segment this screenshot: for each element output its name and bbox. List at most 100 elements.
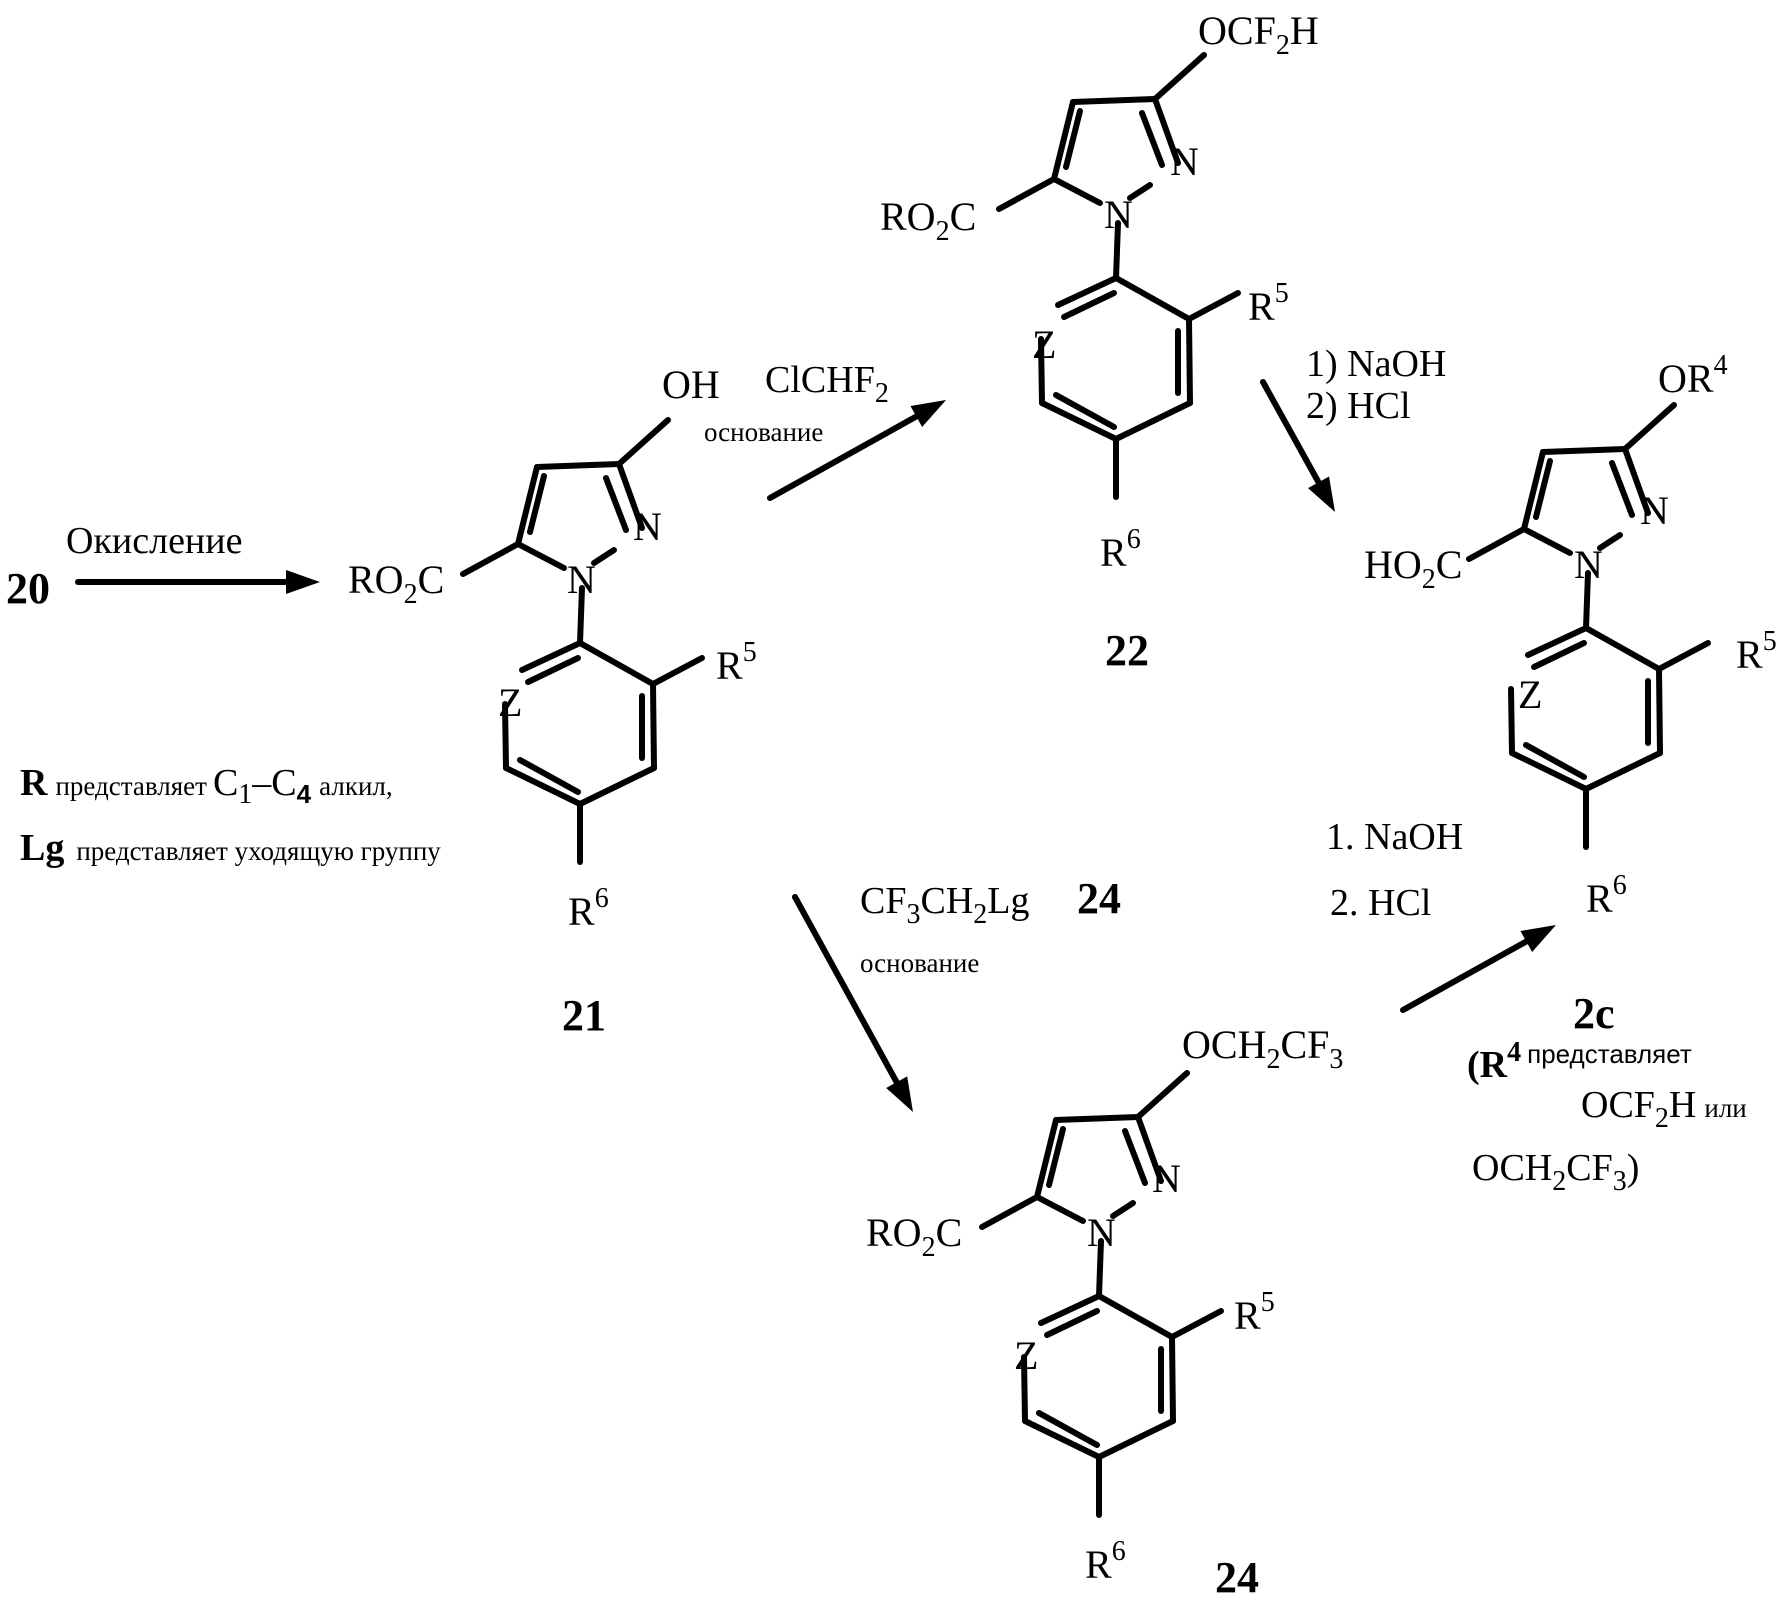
- compound-2c: OR4 HO2C N N Z R5 R6 2c (R4представляет …: [1364, 350, 1777, 1197]
- r5-substituent: R5: [716, 637, 757, 688]
- bond-aryl-3-4: [1099, 1421, 1173, 1457]
- trifluoroethylation-condition: основание: [860, 948, 979, 978]
- arrow-to-2c-bottom-head: [1520, 925, 1556, 952]
- ring-n1: N: [1574, 542, 1603, 587]
- bond-aryl-5-z: [1511, 689, 1512, 753]
- ring-n1: N: [1104, 192, 1133, 237]
- bond-c3-o: [619, 420, 668, 464]
- bond-aryl-1-z: [1041, 1296, 1099, 1323]
- trifluoroethylation-reagent: CF3CH2Lg: [860, 880, 1030, 930]
- bond-c4-c3: [1056, 1117, 1138, 1120]
- arrow-to-22: [770, 400, 946, 498]
- bond-c5-carboxyl: [999, 179, 1054, 209]
- ester-group: RO2C: [348, 557, 444, 610]
- bond-aryl-1-2: [1116, 278, 1189, 319]
- r6-substituent: R6: [1100, 524, 1141, 575]
- compound-24-label: 24: [1215, 1553, 1259, 1601]
- bond-n1-c5: [1054, 179, 1100, 203]
- or4-substituent: OR4: [1658, 350, 1728, 401]
- arrow-to-24-shaft: [795, 897, 897, 1082]
- ring-z: Z: [498, 680, 522, 725]
- compound-20-label: 20: [6, 564, 50, 613]
- difluoromethylation-reagent: ClCHF2: [765, 359, 889, 409]
- ring-n2: N: [1152, 1156, 1181, 1201]
- bond-n1-n2: [594, 550, 614, 563]
- legend-r-definition: RпредставляетC1–C4алкил,: [20, 762, 393, 810]
- trifluoroethylation-reagent-ref: 24: [1077, 874, 1121, 923]
- reaction-arrows: [78, 382, 1556, 1112]
- compound-2c-bonds: [1469, 405, 1708, 847]
- ester-group: RO2C: [880, 194, 976, 247]
- bond-aryl-3-4: [1116, 403, 1190, 439]
- bond-c3-o: [1155, 55, 1204, 99]
- bond-c3-n2-double: [1125, 1131, 1145, 1183]
- bond-aryl-3-4: [1586, 753, 1660, 789]
- r4-definition-line2: OCF2Hили: [1581, 1084, 1747, 1134]
- arrow-oxidation-head: [286, 570, 320, 594]
- difluoromethylation-condition: основание: [704, 417, 823, 447]
- bond-c5-carboxyl: [1469, 529, 1524, 559]
- bond-c3-o: [1625, 405, 1674, 449]
- ring-n1: N: [567, 557, 596, 602]
- compound-24: OCH2CF3 RO2C N N Z R5 R6 24: [866, 1022, 1343, 1601]
- bond-n1-c5: [1524, 529, 1570, 553]
- bond-n1-c5: [518, 544, 564, 568]
- compound-21-label: 21: [562, 991, 606, 1040]
- bond-aryl-1-2: [1586, 628, 1659, 669]
- bond-c3-n2-double: [1142, 113, 1162, 165]
- bond-aryl-1-2: [1099, 1296, 1172, 1337]
- bond-c5-carboxyl: [463, 544, 518, 574]
- difluoromethoxy-group: OCF2H: [1198, 8, 1319, 61]
- bond-c4-c3: [537, 464, 619, 467]
- acid-group: HO2C: [1364, 542, 1462, 595]
- hydrolysis-top-step1: 1) NaOH: [1306, 343, 1446, 385]
- oxidation-reagent: Окисление: [66, 520, 242, 562]
- bond-aryl-r5: [1189, 293, 1238, 319]
- r4-definition-line3: OCH2CF3): [1472, 1147, 1639, 1197]
- r6-substituent: R6: [568, 883, 609, 934]
- r5-substituent: R5: [1248, 278, 1289, 329]
- bond-aryl-2-3: [653, 684, 654, 768]
- compound-22: OCF2H RO2C N N Z R5 R6 22: [880, 8, 1319, 675]
- bond-aryl-r5: [1659, 643, 1708, 669]
- compound-22-bonds: [999, 55, 1238, 497]
- bond-n1-c5: [1037, 1197, 1083, 1221]
- arrow-to-22-head: [910, 400, 946, 427]
- compound-24-bonds: [982, 1073, 1221, 1515]
- ring-z: Z: [1014, 1333, 1038, 1378]
- bond-aryl-1-2: [580, 643, 653, 684]
- bond-c4-c3: [1073, 99, 1155, 102]
- hydrolysis-bottom-step1: 1. NaOH: [1326, 816, 1463, 858]
- bond-c4-c3: [1543, 449, 1625, 452]
- bond-aryl-r5: [1172, 1311, 1221, 1337]
- ring-n2: N: [1640, 488, 1669, 533]
- bond-aryl-3-4: [580, 768, 654, 804]
- compound-21-bonds: [463, 420, 702, 862]
- bond-c3-o: [1138, 1073, 1187, 1117]
- r4-definition-line1: (R4представляет: [1467, 1037, 1692, 1086]
- arrow-to-24-head: [886, 1076, 913, 1112]
- ester-group: RO2C: [866, 1210, 962, 1263]
- arrow-to-2c-bottom-shaft: [1403, 942, 1526, 1010]
- arrow-to-24: [795, 897, 913, 1112]
- bond-n1-n2: [1130, 185, 1150, 198]
- bond-c3-n2-double: [1612, 463, 1632, 515]
- bond-n1-n2: [1600, 535, 1620, 548]
- legend-lg-definition: Lgпредставляет уходящую группу: [20, 827, 441, 869]
- r5-substituent: R5: [1234, 1287, 1275, 1338]
- bond-n1-n2: [1113, 1203, 1133, 1216]
- ring-z: Z: [1518, 672, 1542, 717]
- ring-n1: N: [1087, 1210, 1116, 1255]
- compound-22-label: 22: [1105, 626, 1149, 675]
- r5-substituent: R5: [1736, 626, 1777, 677]
- bond-c3-n2-double: [606, 478, 626, 530]
- bond-aryl-2-3: [1172, 1337, 1173, 1421]
- ring-n2: N: [633, 504, 662, 549]
- ring-z: Z: [1032, 322, 1056, 367]
- hydrolysis-top-step2: 2) HCl: [1306, 385, 1411, 427]
- arrow-oxidation: [78, 570, 320, 594]
- bond-aryl-1-z: [1528, 628, 1586, 655]
- arrow-to-2c-bottom: [1403, 925, 1556, 1010]
- bond-aryl-2-3: [1659, 669, 1660, 753]
